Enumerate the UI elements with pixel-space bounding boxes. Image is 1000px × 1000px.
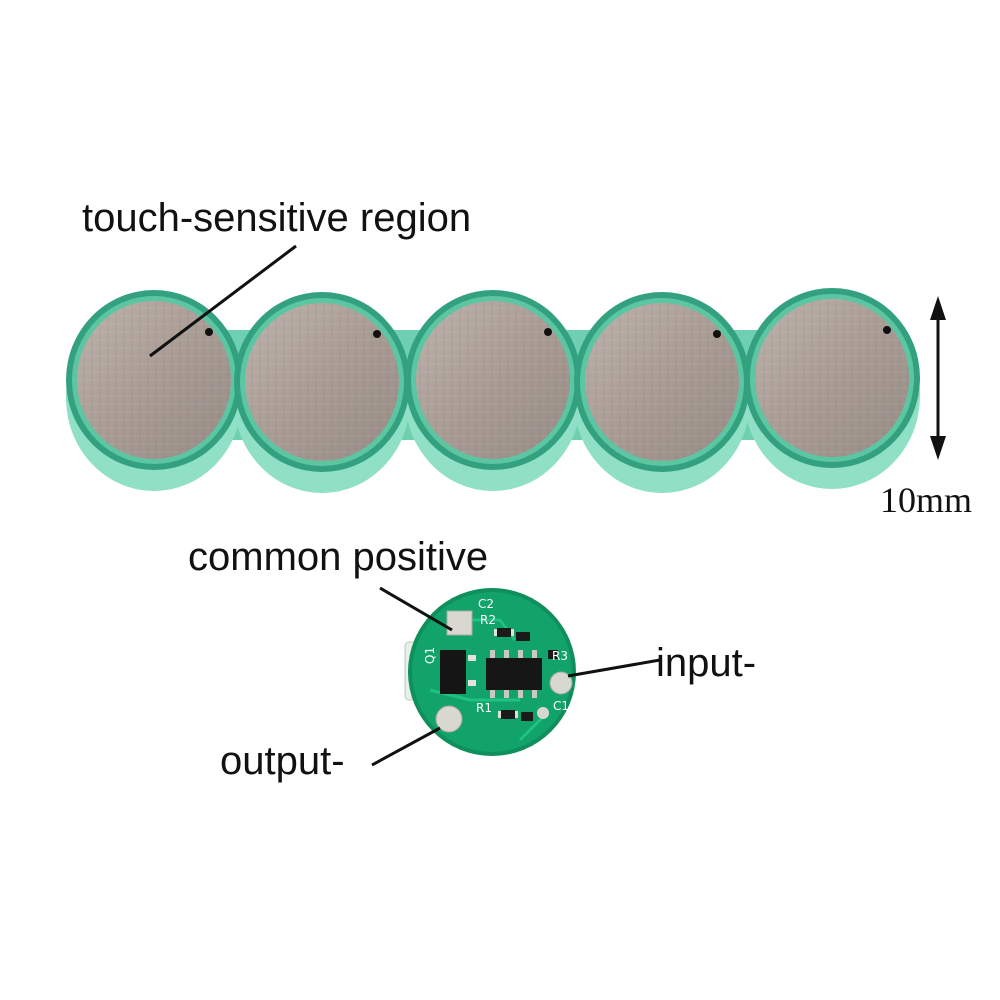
electrode-texture: [416, 301, 570, 459]
input-pad: [549, 671, 573, 695]
output-negative-label: output-: [220, 739, 345, 783]
silk-c2: C2: [478, 597, 494, 611]
touch-region-label: touch-sensitive region: [82, 196, 472, 240]
silk-q1: Q1: [423, 647, 437, 664]
pcb-board: C2 R2 Q1 R3 R1 C1: [404, 588, 576, 756]
leader-input: [567, 658, 661, 678]
common-positive-pad: [446, 610, 473, 636]
electrode-texture: [245, 303, 399, 461]
leader-lines: [149, 244, 661, 767]
output-pad: [435, 705, 463, 733]
silk-r2: R2: [480, 613, 496, 627]
ic-chip: [486, 658, 542, 690]
silk-c1: C1: [553, 699, 569, 713]
leader-output: [371, 726, 441, 767]
leader-touch: [149, 244, 297, 358]
transistor-chip: [440, 650, 466, 694]
electrode-group: [77, 299, 909, 461]
silk-r1: R1: [476, 701, 492, 715]
electrode-via-dot: [883, 326, 891, 334]
input-negative-label: input-: [656, 641, 757, 685]
electrode-via-dot: [373, 330, 381, 338]
silk-r3: R3: [552, 649, 568, 663]
common-positive-label: common positive: [188, 535, 489, 579]
scale-arrow: [930, 296, 946, 460]
scale-label: 10mm: [880, 480, 973, 520]
electrode-via-dot: [544, 328, 552, 336]
electrode-texture: [755, 299, 909, 457]
electrode-via-dot: [205, 328, 213, 336]
electrode-texture: [585, 303, 739, 461]
electrode-via-dot: [713, 330, 721, 338]
electrode-texture: [77, 301, 231, 459]
leader-common: [379, 586, 453, 632]
sensor-strip: [66, 288, 920, 493]
